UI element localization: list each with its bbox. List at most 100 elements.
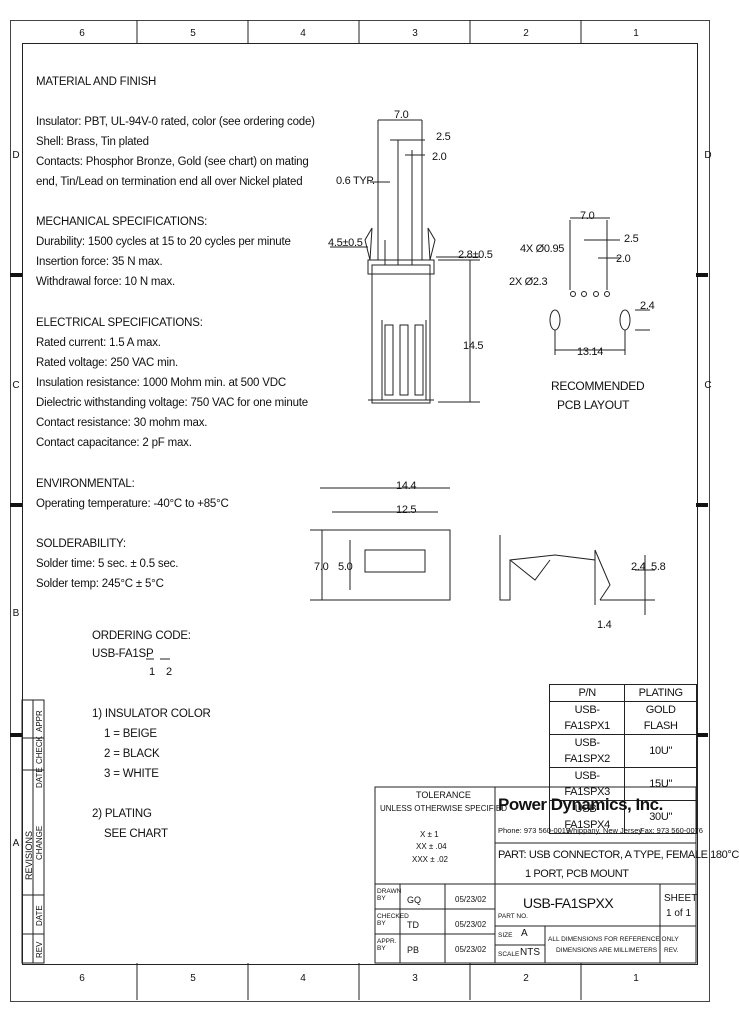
zone-col-top-1: 1 — [633, 28, 639, 39]
insulator-option: 1 = BEIGE — [104, 728, 157, 740]
dim-pcb-70: 7.0 — [580, 210, 595, 222]
pcb-layout — [549, 217, 650, 355]
company-city: Whippany, New Jersey — [566, 826, 643, 835]
dim-front-125: 12.5 — [396, 504, 417, 516]
zone-row-left-d: D — [12, 150, 20, 161]
dim-pcb-4x: 4X Ø0.95 — [520, 243, 565, 255]
checked-date: 05/23/02 — [455, 920, 487, 929]
ordering-code-blanks — [146, 658, 170, 660]
solderability-line: Solder temp: 245°C ± 5°C — [36, 578, 164, 590]
environmental-line: Operating temperature: -40°C to +85°C — [36, 498, 229, 510]
rev-label: REV. — [664, 947, 679, 954]
zone-row-left-b: B — [12, 608, 20, 619]
dim-top-25: 2.5 — [436, 131, 451, 143]
dim-top-20: 2.0 — [432, 151, 447, 163]
zone-col-top-2: 2 — [523, 28, 529, 39]
rev-col-appr: APPR — [35, 710, 44, 732]
drawn-date: 05/23/02 — [455, 895, 487, 904]
mechanical-line: Insertion force: 35 N max. — [36, 256, 163, 268]
ordering-title: ORDERING CODE: — [92, 630, 191, 642]
material-line: Shell: Brass, Tin plated — [36, 136, 149, 148]
table-cell: USB-FA1SPX4 — [548, 800, 626, 834]
dim-pcb-2x: 2X Ø2.3 — [509, 276, 548, 288]
tolerance-x: X ± 1 — [420, 830, 439, 839]
note-reference: ALL DIMENSIONS FOR REFERENCE ONLY — [548, 936, 679, 943]
pcb-layout-title-1: RECOMMENDED — [551, 379, 645, 393]
dim-pcb-24: 2.4 — [640, 300, 655, 312]
dim-side-28: 2.8±0.5 — [458, 249, 493, 261]
part-no: USB-FA1SPXX — [523, 895, 614, 911]
note-units: DIMENSIONS ARE MILLIMETERS — [556, 947, 658, 954]
table-cell: USB-FA1SPX3 — [548, 767, 626, 801]
material-line: end, Tin/Lead on termination end all ove… — [36, 176, 303, 188]
mechanical-title: MECHANICAL SPECIFICATIONS: — [36, 216, 208, 228]
size-value: A — [521, 928, 528, 939]
plating-title: 2) PLATING — [92, 808, 152, 820]
dim-side-14: 1.4 — [597, 619, 612, 631]
tolerance-xxx: XXX ± .02 — [412, 855, 448, 864]
dim-pcb-25: 2.5 — [624, 233, 639, 245]
table-header-cell: PLATING — [624, 684, 697, 702]
table-row: USB-FA1SPX3 15U" — [548, 767, 697, 801]
electrical-line: Contact resistance: 30 mohm max. — [36, 417, 208, 429]
table-cell: GOLD FLASH — [624, 701, 697, 735]
insulator-option: 3 = WHITE — [104, 768, 159, 780]
scale-value: NTS — [520, 947, 540, 958]
checked-by: TD — [407, 920, 419, 930]
company-fax: Fax: 973 560-0076 — [640, 826, 703, 835]
sheet-value: 1 of 1 — [666, 908, 692, 919]
zone-ticks — [10, 20, 708, 1000]
zone-col-top-5: 5 — [190, 28, 196, 39]
dim-pcb-20: 2.0 — [616, 253, 631, 265]
revisions-label: REVISIONS — [24, 830, 34, 880]
mechanical-line: Withdrawal force: 10 N max. — [36, 276, 176, 288]
electrical-title: ELECTRICAL SPECIFICATIONS: — [36, 317, 203, 329]
outer-border — [10, 20, 710, 1002]
zone-col-bottom-2: 2 — [523, 973, 529, 984]
company-name: Power Dynamics, Inc. — [498, 795, 663, 814]
insulator-title: 1) INSULATOR COLOR — [92, 708, 211, 720]
ordering-slot-1: 1 — [149, 666, 155, 678]
company-phone: Phone: 973 560-0019 — [498, 826, 571, 835]
zone-row-left-c: C — [12, 380, 20, 391]
mechanical-line: Durability: 1500 cycles at 15 to 20 cycl… — [36, 236, 291, 248]
zone-col-bottom-1: 1 — [633, 973, 639, 984]
part-line-1: PART: USB CONNECTOR, A TYPE, FEMALE 180°… — [498, 849, 739, 861]
table-row: USB-FA1SPX1 GOLD FLASH — [548, 701, 697, 735]
dim-front-50: 5.0 — [338, 561, 353, 573]
rev-col-change: CHANGE — [35, 825, 44, 860]
approved-date: 05/23/02 — [455, 945, 487, 954]
dim-side-58: 5.8 — [651, 561, 666, 573]
pcb-layout-title-2: PCB LAYOUT — [557, 398, 630, 412]
checked-label: CHECKED BY — [377, 913, 409, 927]
approved-by: PB — [407, 945, 420, 955]
table-header-row: P/N PLATING — [548, 684, 697, 702]
connector-front-view — [310, 487, 451, 601]
material-line: Insulator: PBT, UL-94V-0 rated, color (s… — [36, 116, 315, 128]
zone-col-bottom-6: 6 — [79, 973, 85, 984]
plating-note: SEE CHART — [104, 828, 168, 840]
rev-col-rev: REV — [35, 941, 44, 958]
zone-col-top-6: 6 — [79, 28, 85, 39]
environmental-title: ENVIRONMENTAL: — [36, 478, 135, 490]
connector-end-view — [499, 535, 655, 615]
approved-label: APPR. BY — [377, 938, 397, 952]
tolerance-xx: XX ± .04 — [416, 842, 447, 851]
drawn-by: GQ — [407, 895, 422, 905]
table-cell: USB-FA1SPX2 — [548, 734, 626, 768]
dim-side-45: 4.5±0.5 — [328, 237, 363, 249]
solderability-title: SOLDERABILITY: — [36, 538, 126, 550]
part-no-label: PART NO. — [498, 913, 528, 920]
zone-col-bottom-3: 3 — [412, 973, 418, 984]
table-cell: 10U" — [624, 734, 697, 768]
tolerance-title: TOLERANCE — [416, 790, 471, 800]
table-row: USB-FA1SPX2 10U" — [548, 734, 697, 768]
electrical-line: Rated current: 1.5 A max. — [36, 337, 161, 349]
dim-pcb-1314: 13.14 — [577, 346, 604, 358]
electrical-line: Contact capacitance: 2 pF max. — [36, 437, 192, 449]
dim-side-24: 2.4 — [631, 561, 646, 573]
dim-height-145: 14.5 — [463, 340, 484, 352]
title-block-lines — [21, 699, 697, 964]
solderability-line: Solder time: 5 sec. ± 0.5 sec. — [36, 558, 179, 570]
drawn-label: DRAWN BY — [377, 888, 402, 902]
